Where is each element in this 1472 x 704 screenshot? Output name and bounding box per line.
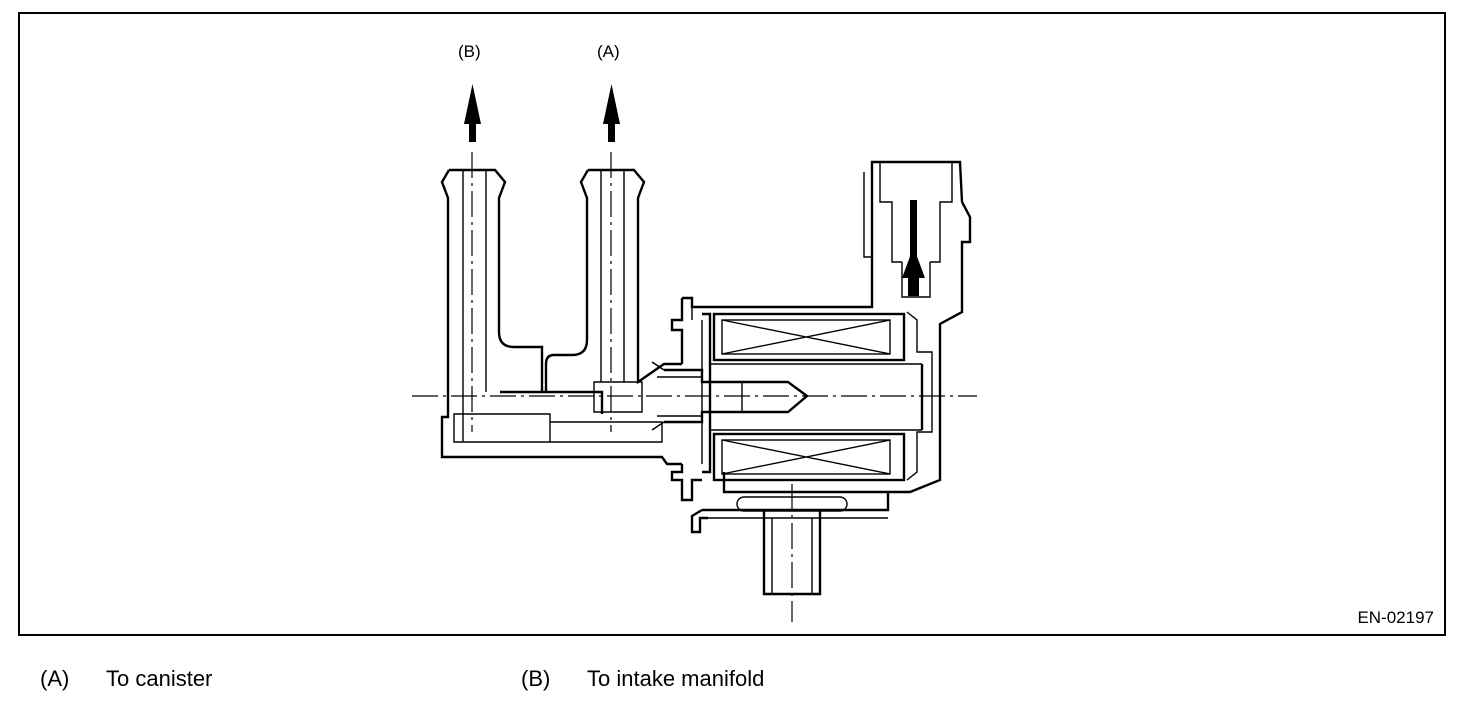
center-lines — [412, 152, 977, 622]
diagram-frame: (B) (A) EN-02197 — [18, 12, 1446, 636]
connector-arrow-icon — [902, 200, 925, 296]
lower-coil — [712, 432, 906, 482]
callout-a-label: (A) — [597, 42, 620, 61]
legend-key: (B) — [521, 666, 551, 691]
figure-code: EN-02197 — [1357, 608, 1434, 627]
callout-b-label: (B) — [458, 42, 481, 61]
port-b-pipe — [440, 168, 682, 466]
legend-text: To intake manifold — [587, 666, 765, 691]
upper-coil — [712, 312, 906, 362]
arrow-a-icon — [603, 84, 620, 142]
purge-valve-drawing — [412, 84, 977, 622]
legend-text: To canister — [106, 666, 213, 691]
legend-key: (A) — [40, 666, 70, 691]
valve-housing — [670, 160, 972, 502]
legend-item-b: (B) To intake manifold — [521, 666, 764, 692]
mounting-bracket — [690, 492, 890, 534]
connector — [863, 162, 953, 298]
port-a-pipe — [500, 168, 682, 443]
legend-item-a: (A) To canister — [40, 666, 212, 692]
arrow-b-icon — [464, 84, 481, 142]
